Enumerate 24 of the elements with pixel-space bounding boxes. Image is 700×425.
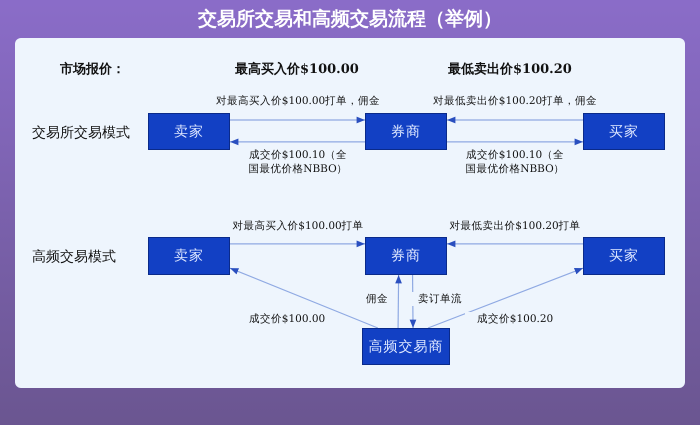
process-box: 券商: [365, 113, 447, 150]
arrow: [447, 116, 583, 124]
process-box: 券商: [365, 237, 447, 275]
arrow: [230, 268, 378, 329]
arrow: [428, 268, 584, 329]
row-label: 高频交易模式: [32, 248, 116, 266]
price-label: 市场报价：: [60, 60, 125, 78]
edge-label: 成交价$100.10（全国最优价格NBBO）: [465, 148, 565, 176]
arrow: [230, 116, 365, 124]
arrow: [230, 240, 365, 248]
process-box: 卖家: [148, 113, 230, 150]
title: 交易所交易和高频交易流程（举例）: [198, 7, 502, 32]
process-box: 卖家: [148, 237, 230, 275]
edge-label: 成交价$100.10（全国最优价格NBBO）: [248, 148, 348, 176]
price-label: 最高买入价$100.00: [235, 60, 359, 78]
process-box: 买家: [583, 113, 665, 150]
arrow: [447, 240, 583, 248]
arrow: [230, 138, 365, 146]
arrow: [395, 275, 402, 328]
price-label: 最低卖出价$100.20: [448, 61, 572, 78]
process-box: 买家: [583, 237, 665, 275]
arrow: [447, 138, 583, 146]
process-box: 高频交易商: [362, 328, 450, 365]
row-label: 交易所交易模式: [32, 124, 130, 142]
